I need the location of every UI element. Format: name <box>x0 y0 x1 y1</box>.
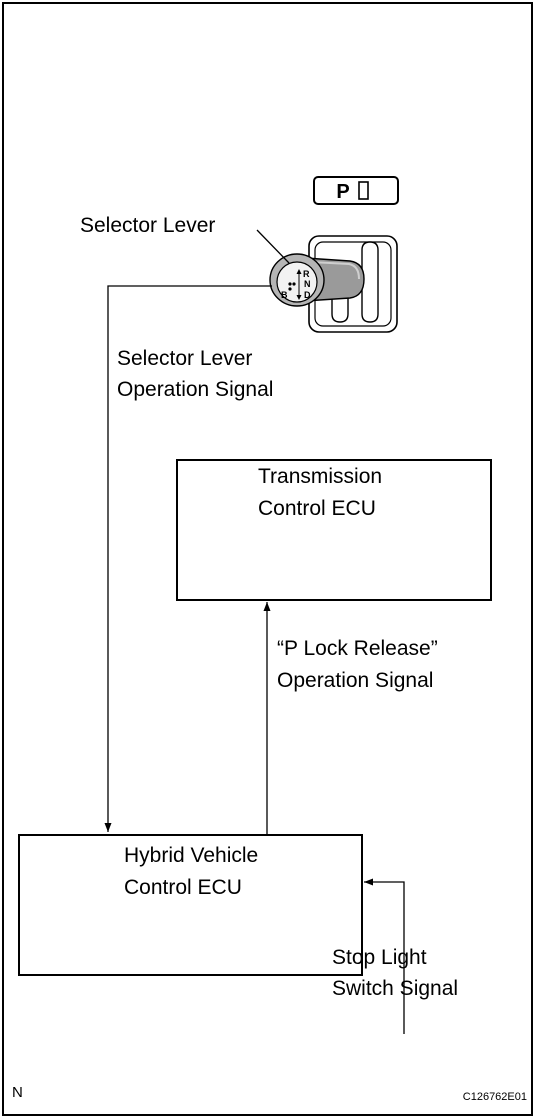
transmission-ecu-line2: Control ECU <box>258 497 376 520</box>
selector-signal-label-line1: Selector Lever <box>117 347 252 370</box>
stop-light-signal-line <box>364 878 405 1034</box>
gear-letter-n: N <box>304 279 311 289</box>
p-lock-release-label-line1: “P Lock Release” <box>277 637 438 660</box>
p-indicator-letter: P <box>336 181 349 203</box>
selector-signal-label-line2: Operation Signal <box>117 378 273 401</box>
p-lock-release-label-line2: Operation Signal <box>277 669 433 692</box>
selector-signal-line <box>104 285 272 832</box>
hybrid-ecu-line1: Hybrid Vehicle <box>124 844 258 867</box>
hybrid-ecu-line2: Control ECU <box>124 876 242 899</box>
stop-light-label-line2: Switch Signal <box>332 977 458 1000</box>
transmission-control-ecu-box <box>176 459 492 601</box>
gear-letter-r: R <box>303 269 310 279</box>
gear-letter-b: B <box>281 290 288 300</box>
footer-left-mark: N <box>12 1084 23 1101</box>
p-indicator: P <box>313 176 399 205</box>
selector-lever-knob-icon: R N D B <box>269 253 365 307</box>
gear-letter-d: D <box>304 290 311 300</box>
figure-code: C126762E01 <box>463 1091 527 1103</box>
selector-lever-leader <box>256 229 290 264</box>
transmission-ecu-line1: Transmission <box>258 465 382 488</box>
p-indicator-lamp <box>358 181 369 200</box>
selector-lever-label: Selector Lever <box>80 214 215 237</box>
stop-light-label-line1: Stop Light <box>332 946 427 969</box>
hybrid-vehicle-control-ecu-box <box>18 834 363 976</box>
